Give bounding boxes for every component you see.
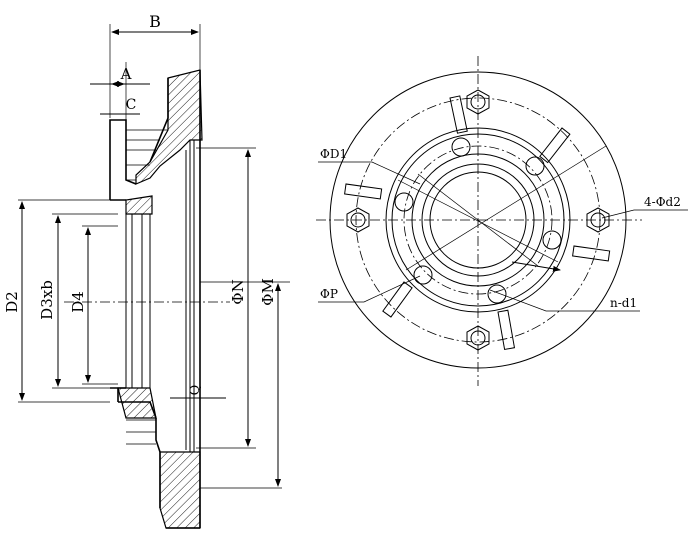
hole-d1-5 — [413, 265, 433, 285]
hex-bolt-top — [466, 89, 490, 115]
label-PhiN: ΦN — [229, 279, 247, 304]
label-PhiP: ΦP — [320, 287, 338, 301]
section-view: B A C D2 D3xb D4 ΦN ΦM Q — [3, 12, 290, 529]
front-view: ΦD1 ΦP 4-Φd2 n-d1 — [316, 56, 688, 386]
leader-PhiD1 — [318, 161, 421, 185]
hex-bolt-right — [586, 207, 610, 233]
extension-lines — [18, 24, 290, 489]
label-n-d1: n-d1 — [610, 296, 637, 310]
hex-bolt-left — [346, 207, 370, 233]
hole-d1-1 — [451, 137, 471, 157]
hole-d1-2 — [525, 156, 545, 176]
label-B: B — [149, 12, 161, 31]
arrow-radial — [511, 261, 561, 272]
hex-bolt-bottom — [466, 325, 490, 351]
label-D3xb: D3xb — [38, 280, 56, 320]
slot-5 — [382, 281, 413, 318]
section-hatch-upper — [135, 69, 203, 185]
hole-d1-6 — [487, 284, 507, 304]
hub-inner-lines — [126, 129, 168, 445]
slot-4 — [572, 245, 611, 262]
label-Q: Q — [188, 385, 203, 396]
label-C: C — [126, 97, 137, 113]
leader-4-Phid2 — [601, 209, 688, 219]
diag-line-2 — [405, 145, 607, 271]
hole-d1-3 — [394, 192, 414, 212]
label-PhiM: ΦM — [259, 278, 277, 306]
slot-2 — [539, 127, 571, 164]
label-D2: D2 — [3, 291, 21, 313]
label-D4: D4 — [69, 291, 87, 313]
label-PhiD1: ΦD1 — [320, 147, 347, 161]
slot-6 — [497, 309, 516, 351]
leader-n-d1 — [489, 289, 640, 312]
slot-3 — [344, 183, 383, 200]
leader-PhiP — [318, 275, 421, 303]
hole-d1-4 — [542, 230, 562, 250]
section-hatch-upper-ring — [125, 195, 153, 215]
label-A: A — [120, 65, 132, 83]
diag-line-3 — [417, 173, 539, 267]
diag-line-1 — [397, 179, 559, 263]
bore-lines — [125, 140, 195, 452]
slot-1 — [449, 95, 468, 134]
section-hatch-flange — [159, 451, 201, 529]
label-4-Phid2: 4-Φd2 — [644, 195, 681, 209]
